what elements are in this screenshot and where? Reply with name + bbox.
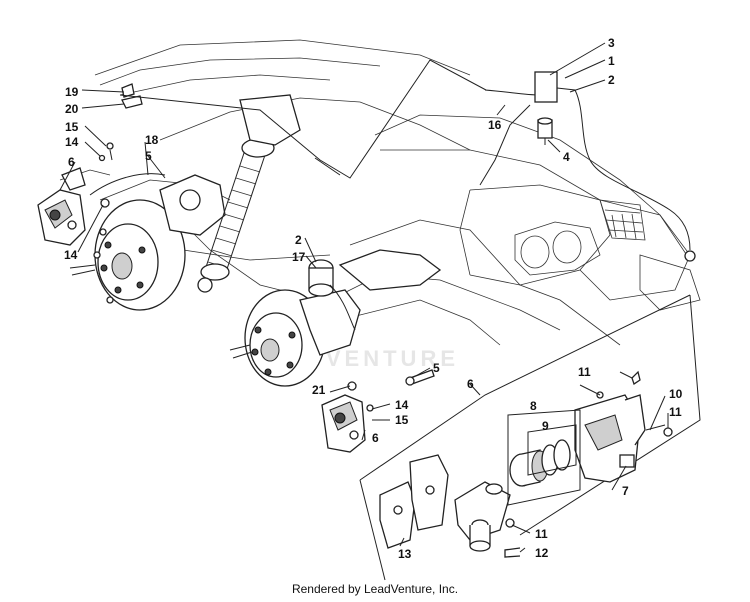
right-wheel-hub — [229, 249, 442, 387]
bracket-20 — [121, 95, 143, 109]
callout-12: 12 — [535, 546, 549, 560]
callout-labels: 3 1 2 19 20 16 15 18 14 5 6 4 14 2 17 5 … — [64, 36, 683, 561]
left-brake-caliper — [37, 167, 86, 246]
callout-14-left: 14 — [64, 248, 78, 262]
callout-4: 4 — [563, 150, 570, 164]
bolt-left-15 — [106, 142, 114, 150]
left-wheel-hub — [69, 174, 226, 311]
callout-6-right: 6 — [372, 431, 379, 445]
callout-6-group: 6 — [467, 377, 474, 391]
right-brake-caliper — [321, 381, 374, 453]
callout-17: 17 — [292, 250, 306, 264]
callout-8: 8 — [530, 399, 537, 413]
washer-left-14 — [98, 154, 106, 162]
right-master-cylinder — [308, 259, 356, 331]
left-shock-absorber — [197, 94, 301, 293]
callout-11-bottom: 11 — [535, 527, 548, 541]
exploded-view-boundary — [119, 59, 487, 179]
callout-2: 2 — [608, 73, 615, 87]
vehicle-frame-outline — [59, 39, 701, 346]
callout-14: 14 — [65, 135, 79, 149]
callout-13: 13 — [398, 547, 412, 561]
callout-21: 21 — [312, 383, 326, 397]
callout-5-right: 5 — [433, 361, 440, 375]
callout-15-right: 15 — [395, 413, 409, 427]
callout-5: 5 — [145, 149, 152, 163]
callout-2-right: 2 — [295, 233, 302, 247]
callout-7: 7 — [622, 484, 629, 498]
callout-11-top: 11 — [578, 365, 591, 379]
callout-19: 19 — [65, 85, 79, 99]
callout-3: 3 — [608, 36, 615, 50]
credit-text: Rendered by LeadVenture, Inc. — [291, 582, 459, 596]
callout-1: 1 — [608, 54, 615, 68]
callout-15: 15 — [65, 120, 79, 134]
exploded-caliper-group — [359, 294, 701, 581]
callout-9: 9 — [542, 419, 549, 433]
callout-18: 18 — [145, 133, 159, 147]
callout-11-right: 11 — [669, 405, 682, 419]
callout-6: 6 — [68, 155, 75, 169]
left-brake-hose — [89, 173, 166, 196]
brake-line-assembly — [479, 71, 696, 262]
clip-19 — [121, 83, 135, 98]
callout-14-right: 14 — [395, 398, 409, 412]
callout-20: 20 — [65, 102, 79, 116]
callout-leaders — [59, 42, 669, 553]
callout-10: 10 — [669, 387, 683, 401]
callout-16: 16 — [488, 118, 502, 132]
